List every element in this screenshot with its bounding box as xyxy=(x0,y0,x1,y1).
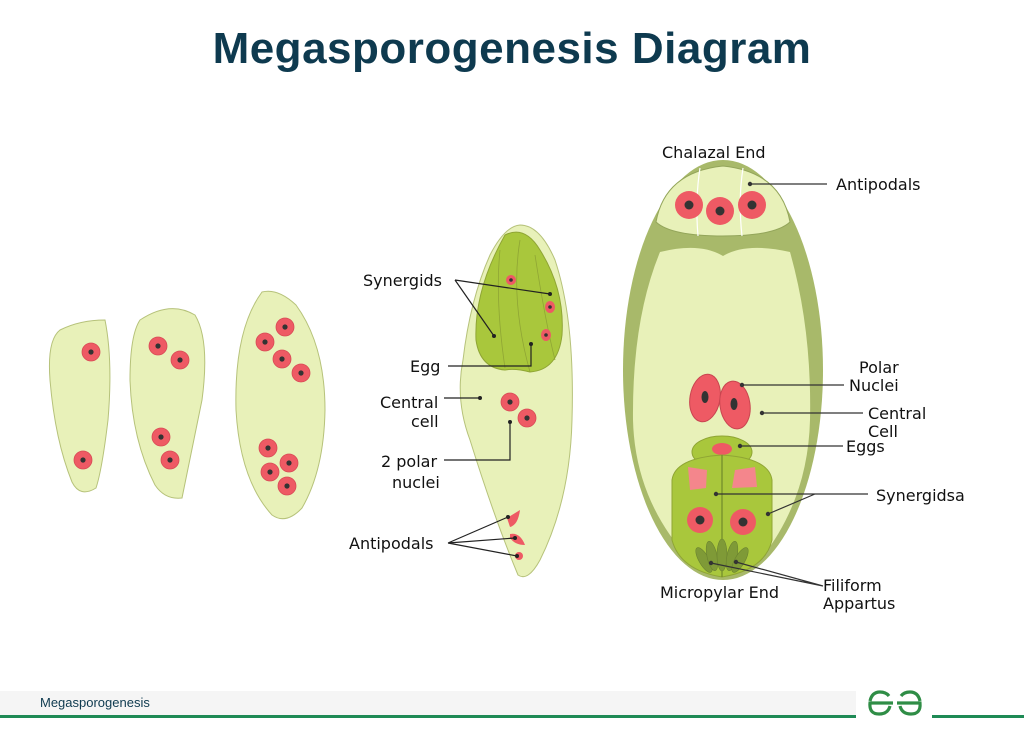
label-synergids-mature: Synergidsa xyxy=(876,486,965,505)
label-polar-1: Polar xyxy=(859,358,899,377)
label-antipodals-mature: Antipodals xyxy=(836,175,921,194)
label-egg: Egg xyxy=(410,357,440,376)
footer-bar-right xyxy=(932,691,1024,718)
label-filiform-1: Filiform xyxy=(823,576,882,595)
label-polar-nuclei-2: nuclei xyxy=(392,473,440,492)
label-central-1: Central xyxy=(868,404,926,423)
label-central-2: Cell xyxy=(868,422,898,441)
stage-4-cell: Synergids Egg Central cell 2 polar nucle… xyxy=(349,224,573,578)
label-micropylar-end: Micropylar End xyxy=(660,583,779,602)
label-eggs: Eggs xyxy=(846,437,885,456)
label-chalazal-end: Chalazal End xyxy=(662,143,766,162)
footer-bar: Megasporogenesis xyxy=(0,691,856,718)
label-antipodals: Antipodals xyxy=(349,534,434,553)
label-polar-2: Nuclei xyxy=(849,376,899,395)
label-filiform-2: Appartus xyxy=(823,594,895,613)
page-title: Megasporogenesis Diagram xyxy=(212,24,812,73)
gfg-logo-icon xyxy=(868,690,922,716)
embryo-sac: Chalazal End Antipodals Polar Nuclei Cen… xyxy=(623,143,965,613)
footer: Megasporogenesis xyxy=(0,690,1024,718)
label-polar-nuclei-1: 2 polar xyxy=(381,452,437,471)
stage-2-cell xyxy=(129,308,206,499)
label-central-cell-1: Central xyxy=(380,393,438,412)
label-synergids: Synergids xyxy=(363,271,442,290)
stage-1-cell xyxy=(49,319,111,493)
label-central-cell-2: cell xyxy=(411,412,439,431)
footer-caption: Megasporogenesis xyxy=(40,695,150,710)
stage-3-cell xyxy=(235,290,326,520)
